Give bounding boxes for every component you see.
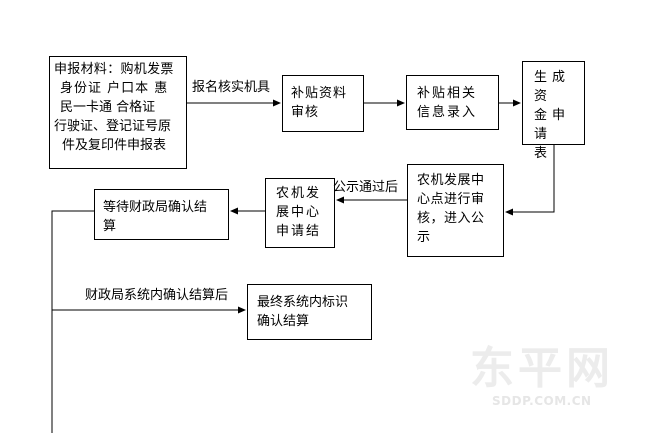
fund-application-box: 生成资 金申请 表 [522, 61, 585, 161]
publicize-line-2: 心点进行审 [417, 192, 485, 207]
await-line-2: 算 [103, 219, 117, 234]
line-await-down [51, 210, 94, 433]
application-materials-box: 申报材料：购机发票 身份证 户口本 惠 民一卡通 合格证 行驶证、登记证号原 件… [49, 56, 187, 169]
publicize-line-4: 示 [417, 230, 431, 245]
after-publicity-label: 公示通过后 [333, 180, 399, 195]
await-line-1: 等待财政局确认结 [103, 200, 208, 215]
apply-line-1: 生成资 [534, 70, 571, 104]
publicize-line-1: 农机发展中 [417, 173, 485, 188]
settlement-request-box: 农机发 展中心 申请结 [265, 178, 335, 248]
final-line-2: 确认结算 [257, 314, 310, 329]
info-entry-box: 补贴相关 信息录入 [406, 75, 499, 130]
apply-line-2: 金申请 [534, 108, 571, 142]
watermark-domain: SDDP.COM.CN [492, 394, 592, 408]
review-line-1: 补贴资料 [291, 86, 348, 101]
materials-line-4: 行驶证、登记证号原 [54, 119, 172, 134]
materials-line-1: 申报材料：购机发票 [54, 62, 174, 77]
entry-line-1: 补贴相关 [417, 86, 478, 101]
settle-line-2: 展中心 [276, 205, 322, 220]
subsidy-review-box: 补贴资料 审核 [282, 75, 364, 132]
settle-line-1: 农机发 [276, 186, 322, 201]
arrow-apply-to-publicize [505, 145, 555, 216]
review-line-2: 审核 [291, 105, 320, 120]
verify-machinery-label: 报名核实机具 [192, 80, 271, 95]
materials-line-2: 身份证 户口本 惠 [60, 81, 169, 96]
entry-line-2: 信息录入 [417, 105, 478, 120]
final-line-1: 最终系统内标识 [257, 295, 349, 310]
settle-line-3: 申请结 [276, 224, 322, 239]
finance-confirmed-label: 财政局系统内确认结算后 [85, 288, 229, 303]
center-review-publicize-box: 农机发展中 心点进行审 核，进入公 示 [407, 164, 504, 257]
publicize-line-3: 核，进入公 [417, 211, 485, 226]
final-settlement-box: 最终系统内标识 确认结算 [247, 284, 372, 340]
materials-line-5: 件及复印件申报表 [62, 138, 167, 153]
await-finance-confirmation-box: 等待财政局确认结 算 [94, 189, 229, 240]
apply-line-3: 表 [534, 146, 553, 161]
materials-line-3: 民一卡通 合格证 [60, 100, 156, 115]
watermark-logo: 东平网 [470, 343, 614, 394]
